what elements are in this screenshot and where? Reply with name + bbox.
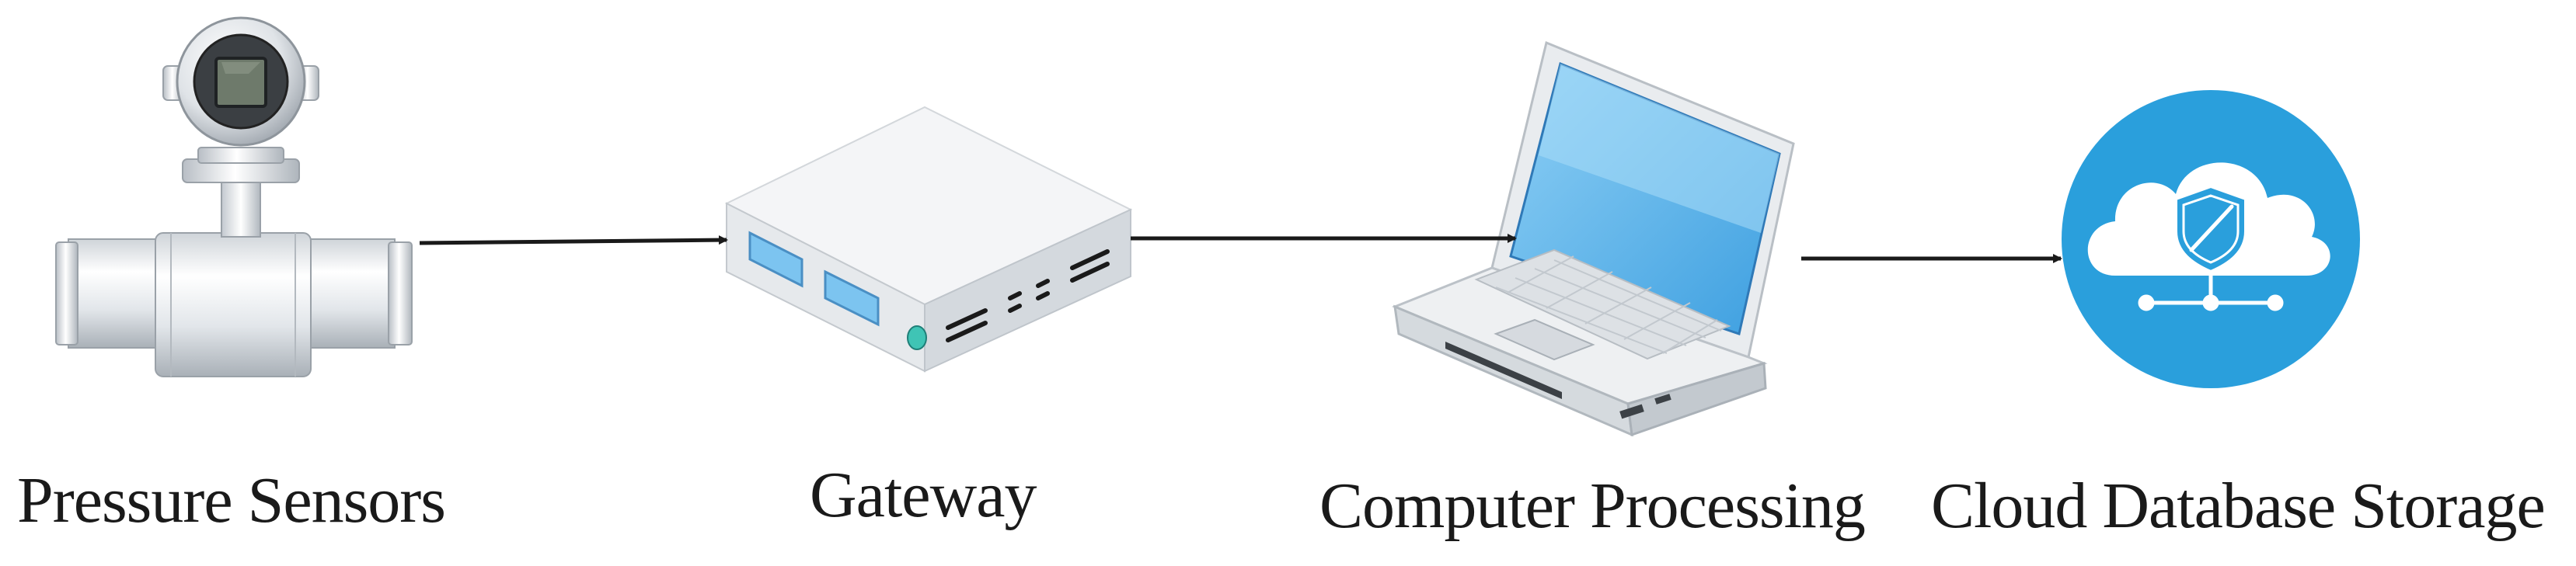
node-label-computer-processing: Computer Processing [1319,470,1866,542]
cloud-database-icon [2062,90,2360,388]
node-label-pressure-sensors: Pressure Sensors [17,464,446,536]
node-label-cloud-database-storage: Cloud Database Storage [1931,470,2546,542]
node-label-gateway: Gateway [810,459,1037,531]
edge-sensors-to-gateway [419,235,728,245]
pressure-sensor-icon [55,16,413,377]
edges [419,234,2062,263]
gateway-icon [724,106,1133,373]
laptop-icon [1392,40,1795,437]
